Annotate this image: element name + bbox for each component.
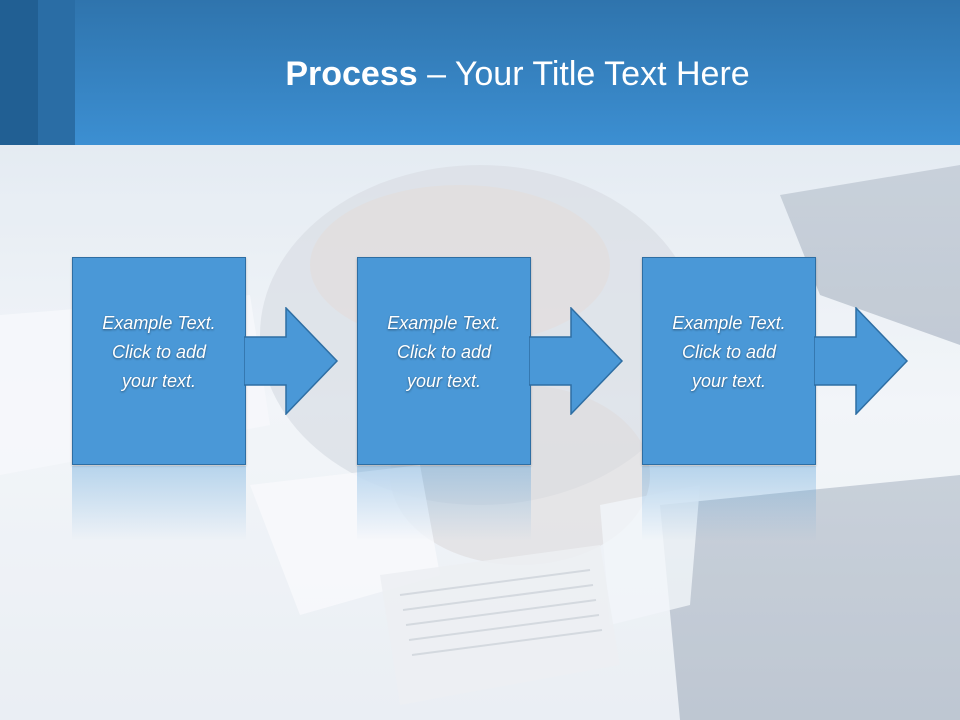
process-step-2[interactable]: Example Text. Click to add your text. [357,257,531,465]
process-step-reflection [642,466,816,541]
process-step-reflection [72,466,246,541]
process-step-text[interactable]: Example Text. Click to add your text. [672,313,786,391]
right-arrow-icon [814,307,909,415]
process-step-text[interactable]: Example Text. Click to add your text. [387,313,501,391]
header-accent-stripe [0,0,38,145]
process-step-text[interactable]: Example Text. Click to add your text. [102,313,216,391]
slide-title-bold: Process [285,55,418,93]
right-arrow-icon [529,307,624,415]
process-step-reflection [357,466,531,541]
process-step-1[interactable]: Example Text. Click to add your text. [72,257,246,465]
right-arrow-icon [244,307,339,415]
title-bar: Process – Your Title Text Here [0,0,960,145]
slide-title[interactable]: Process – Your Title Text Here [75,52,960,96]
process-box [72,257,246,465]
process-step-3[interactable]: Example Text. Click to add your text. [642,257,816,465]
slide-title-rest: – Your Title Text Here [417,55,750,93]
header-accent-stripe [38,0,75,145]
